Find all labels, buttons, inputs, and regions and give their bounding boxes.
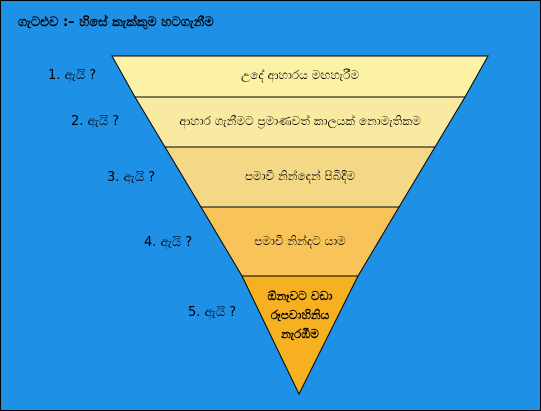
pyramid-level-5 [241, 275, 359, 396]
why-label-1: 1. ඇයි ? [48, 68, 97, 83]
why-label-2: 2. ඇයි ? [71, 114, 120, 129]
problem-title: ගැටළුව :– හිසේ කැක්කුම හටගැනීම [18, 15, 214, 30]
level-text-2: ආහාර ගැනීමට ප්‍රමාණවත් කාලයක් නොමැතිකම [179, 114, 421, 128]
why-label-4: 4. ඇයි ? [144, 235, 193, 250]
level-text-5: ඕනෑවට වඩා රූපවාහිනිය නැරඹීම [267, 289, 333, 341]
level-text-1: උදේ ආහාරය මඟහැරීම [240, 68, 359, 82]
level-text-3: පමාවී නින්දෙන් පිබිදීම [244, 169, 356, 183]
why-label-5: 5. ඇයි ? [188, 305, 237, 320]
why-label-3: 3. ඇයි ? [107, 170, 156, 185]
level-text-4: පමාවී නින්දට යාම [254, 234, 346, 248]
